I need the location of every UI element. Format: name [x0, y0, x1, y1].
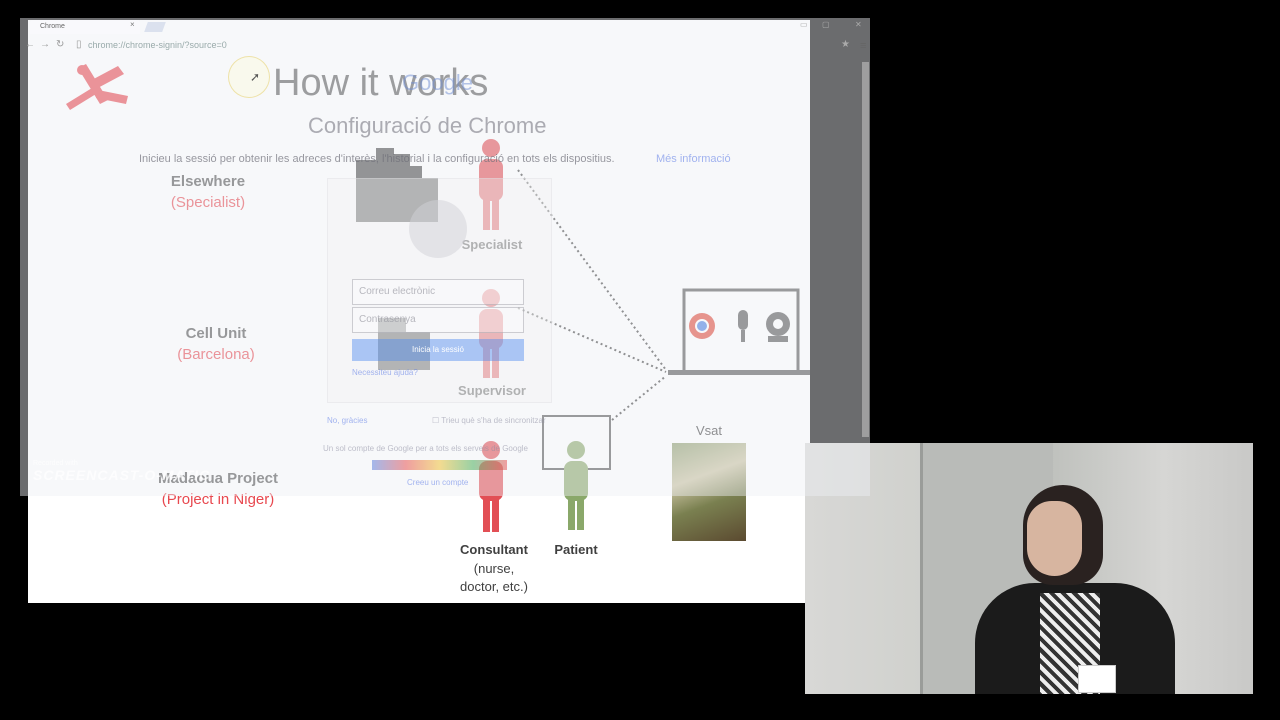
address-bar[interactable]: chrome://chrome-signin/?source=0	[88, 40, 227, 50]
location-madaoua: Madaoua Project	[157, 470, 279, 487]
chrome-setup-description: Inicieu la sessió per obtenir les adrece…	[139, 153, 615, 165]
minimize-icon[interactable]: ▭	[800, 20, 808, 29]
specialist-label: Specialist	[461, 237, 523, 252]
specialist-person-icon	[479, 139, 503, 230]
password-field[interactable]: Contrasenya	[352, 307, 524, 333]
page-icon: ▯	[76, 39, 82, 50]
forward-icon[interactable]: →	[40, 39, 50, 50]
create-account-link[interactable]: Creeu un compte	[407, 478, 469, 487]
choose-sync-checkbox[interactable]: ☐ Trieu què s'ha de sincronitzar	[432, 416, 546, 425]
hospital-building-icon	[378, 318, 430, 370]
presentation-slide: How it works Elsewhere (Specialist) Cell…	[28, 20, 810, 603]
name-badge	[1078, 665, 1116, 693]
consultant-label: Consultant	[460, 542, 528, 557]
consultant-person-icon	[479, 441, 503, 532]
chrome-setup-heading: Configuració de Chrome	[308, 113, 547, 138]
location-cell-unit: Cell Unit	[185, 325, 247, 342]
choose-sync-label: Trieu què s'ha de sincronitzar	[441, 416, 546, 425]
back-icon[interactable]: ←	[25, 39, 35, 50]
tab-close-icon[interactable]: ×	[130, 20, 135, 29]
avatar-icon	[409, 200, 467, 258]
vsat-label: Vsat	[696, 423, 723, 438]
scrollbar[interactable]	[862, 62, 869, 437]
mouse-cursor-icon: ➚	[250, 70, 261, 84]
location-elsewhere: Elsewhere	[170, 173, 246, 190]
help-link[interactable]: Necessiteu ajuda?	[352, 368, 418, 377]
signin-button[interactable]: Inicia la sessió	[352, 339, 524, 361]
vsat-photo	[672, 443, 746, 541]
supervisor-label: Supervisor	[458, 383, 526, 398]
msf-logo-icon	[66, 64, 128, 110]
consultant-sub-1: (nurse,	[473, 561, 515, 576]
location-cell-unit-sub: (Barcelona)	[177, 346, 255, 363]
chrome-menu-icon[interactable]: ≡	[860, 40, 867, 52]
patient-label: Patient	[554, 542, 598, 557]
consultant-sub-2: doctor, etc.)	[460, 579, 528, 594]
google-services-icons	[372, 460, 507, 470]
location-elsewhere-sub: (Specialist)	[170, 194, 246, 211]
reload-icon[interactable]: ↻	[56, 39, 65, 50]
watermark-small-text: Recorded with	[33, 460, 78, 467]
patient-person-icon	[564, 441, 588, 530]
diagram-graphics	[356, 139, 810, 532]
google-logo: Google	[402, 70, 473, 95]
browser-tab[interactable]: Chrome	[30, 20, 140, 34]
one-account-text: Un sol compte de Google per a tots els s…	[323, 444, 528, 453]
slide-title: How it works	[273, 62, 489, 104]
more-info-link[interactable]: Més informació	[656, 153, 731, 165]
cursor-highlight	[228, 56, 270, 98]
city-buildings-icon	[356, 148, 438, 222]
laptop-icon	[668, 288, 810, 375]
no-thanks-link[interactable]: No, gràcies	[327, 416, 368, 425]
screencast-watermark: Recorded with SCREENCAST-O-MATIC	[33, 460, 210, 483]
close-window-icon[interactable]: ✕	[855, 20, 862, 29]
email-field[interactable]: Correu electrònic	[352, 279, 524, 305]
supervisor-person-icon	[479, 289, 503, 378]
location-madaoua-sub: (Project in Niger)	[161, 491, 275, 508]
webcam-speaker-video	[805, 443, 1253, 694]
maximize-icon[interactable]: ▢	[822, 20, 830, 29]
new-tab-button[interactable]	[144, 22, 166, 32]
watermark-logo-text: SCREENCAST-O-MATIC	[33, 467, 211, 483]
bookmark-star-icon[interactable]: ★	[841, 39, 850, 50]
